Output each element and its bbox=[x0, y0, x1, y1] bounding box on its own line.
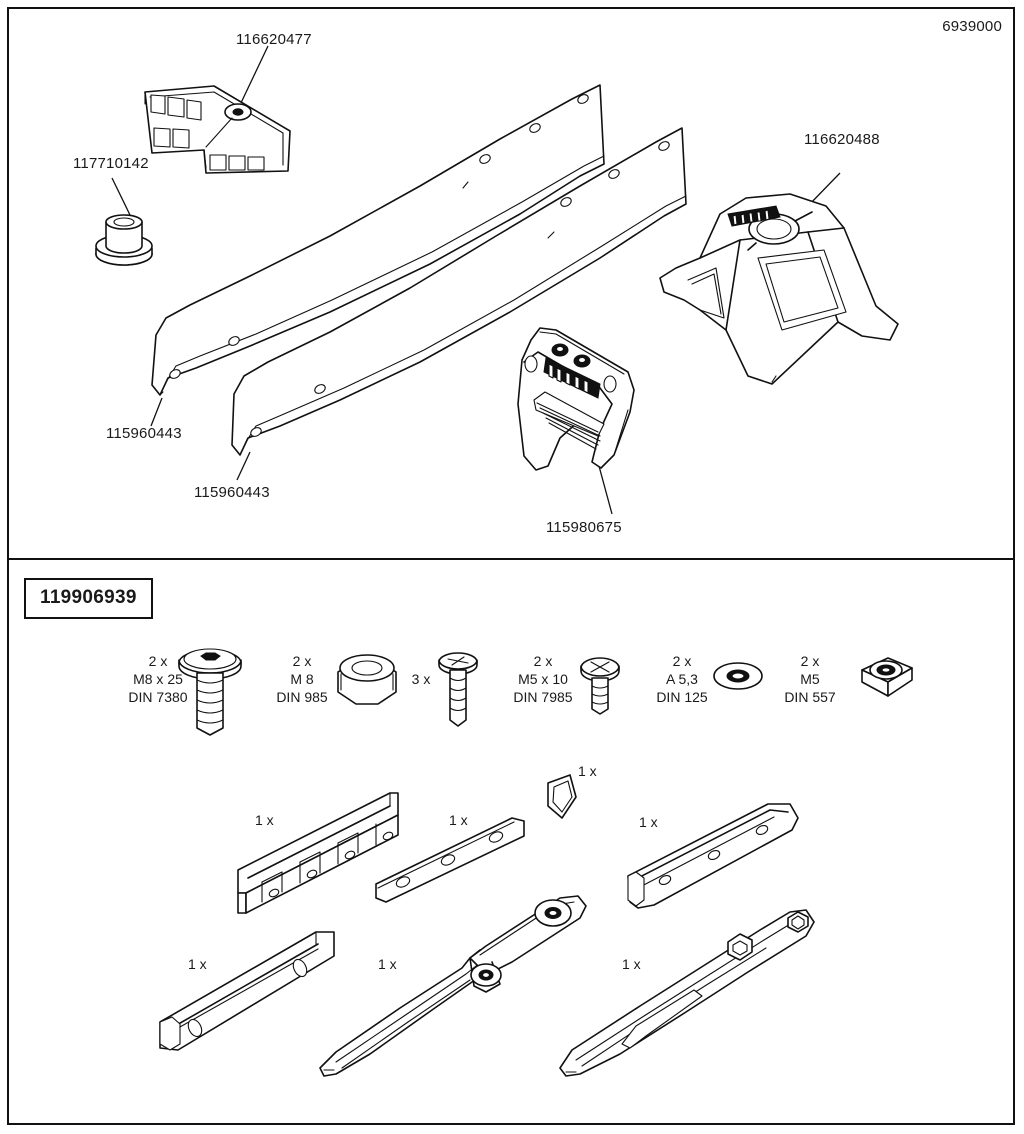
qty-tapered-arm: 1 x bbox=[622, 956, 641, 972]
fastener-qty: 3 x bbox=[411, 671, 431, 687]
section-divider bbox=[9, 558, 1015, 560]
fastener-size: A 5,3 bbox=[666, 671, 698, 687]
callout-foot-body: 115980675 bbox=[546, 519, 622, 536]
callout-grommet: 117710142 bbox=[73, 155, 149, 172]
qty-curved-cover: 1 x bbox=[639, 814, 658, 830]
sheet-code: 6939000 bbox=[942, 18, 1002, 35]
fastener-din: DIN 7380 bbox=[128, 689, 188, 705]
fastener-nut-m8: 2 x M 8 DIN 985 bbox=[262, 652, 342, 706]
fastener-washer-a53: 2 x A 5,3 DIN 125 bbox=[646, 652, 718, 706]
qty-slotted-rail: 1 x bbox=[188, 956, 207, 972]
fastener-qty: 2 x bbox=[533, 653, 553, 669]
kit-number-box: 119906939 bbox=[24, 578, 153, 619]
fastener-size: M 8 bbox=[290, 671, 314, 687]
fastener-din: DIN 985 bbox=[276, 689, 328, 705]
fastener-din: DIN 125 bbox=[656, 689, 708, 705]
qty-channel-bracket: 1 x bbox=[255, 812, 274, 828]
fastener-screw-m5x10: 2 x M5 x 10 DIN 7985 bbox=[503, 652, 583, 706]
qty-tapered-arm-pair: 1 x bbox=[378, 956, 397, 972]
fastener-qty: 2 x bbox=[800, 653, 820, 669]
qty-seal-ring: 1 x bbox=[578, 763, 597, 779]
fastener-qty: 2 x bbox=[292, 653, 312, 669]
fastener-qty: 2 x bbox=[148, 653, 168, 669]
fastener-din: DIN 557 bbox=[784, 689, 836, 705]
fastener-nut-m5: 2 x M5 DIN 557 bbox=[774, 652, 846, 706]
callout-rail-upper: 115960443 bbox=[106, 425, 182, 442]
fastener-screw-long: 3 x bbox=[404, 670, 438, 688]
fastener-size: M5 x 10 bbox=[518, 671, 568, 687]
callout-foot-cover: 116620488 bbox=[804, 131, 880, 148]
sheet-border bbox=[7, 7, 1015, 1125]
qty-flat-strap-3hole: 1 x bbox=[449, 812, 468, 828]
fastener-bolt-m8x25: 2 x M8 x 25 DIN 7380 bbox=[118, 652, 198, 706]
callout-corner-cap: 116620477 bbox=[236, 31, 312, 48]
fastener-size: M5 bbox=[800, 671, 820, 687]
fastener-qty: 2 x bbox=[672, 653, 692, 669]
callout-rail-lower: 115960443 bbox=[194, 484, 270, 501]
fastener-size: M8 x 25 bbox=[133, 671, 183, 687]
fastener-din: DIN 7985 bbox=[513, 689, 573, 705]
